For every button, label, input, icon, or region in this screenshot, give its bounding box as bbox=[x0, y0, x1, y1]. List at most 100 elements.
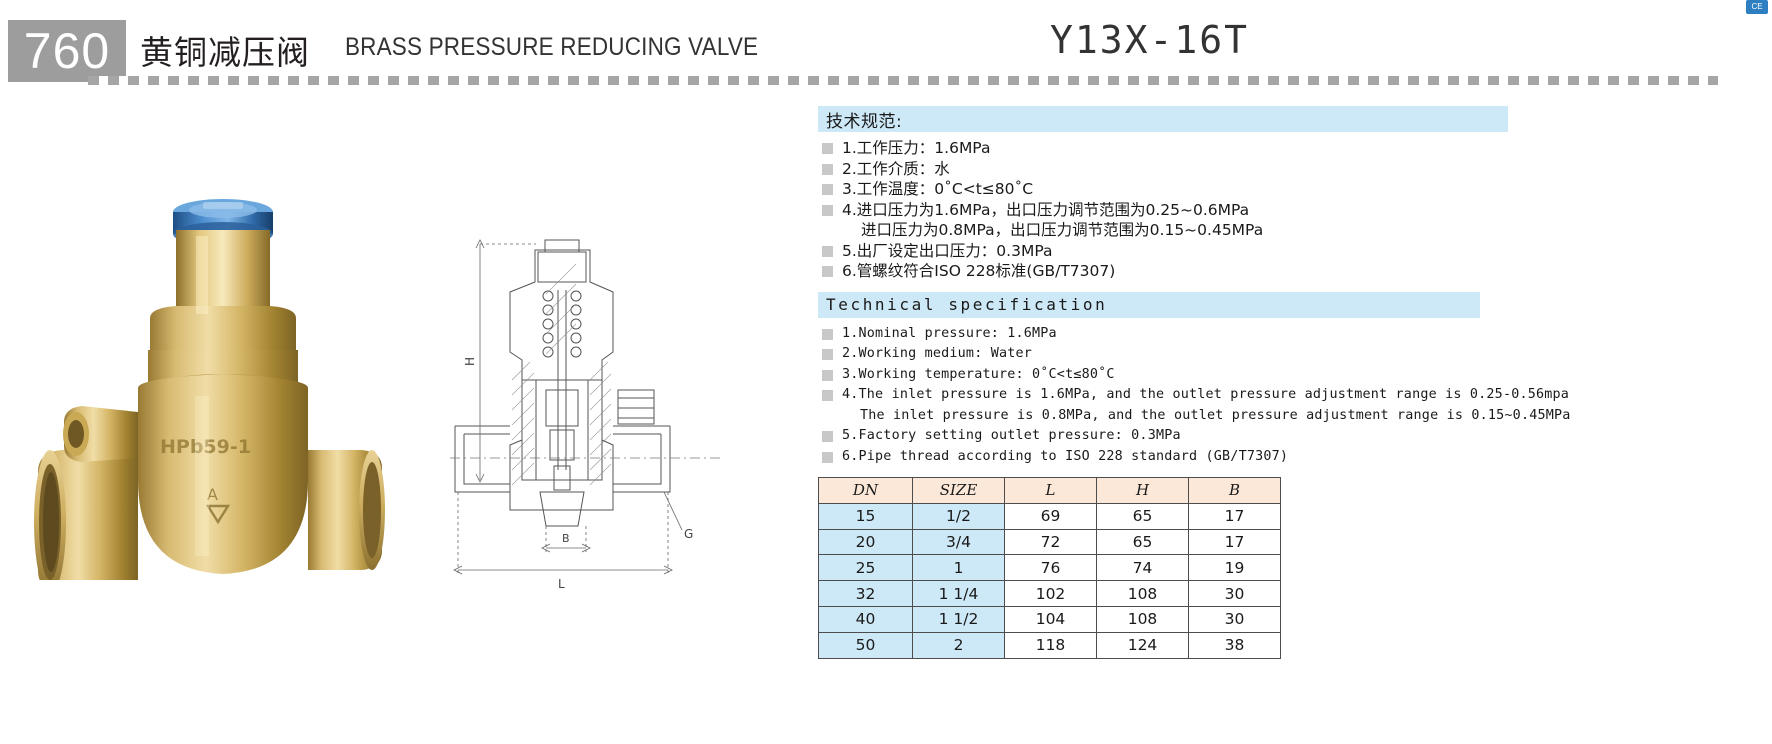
dimension-label-h: H bbox=[463, 357, 477, 366]
cell-b: 17 bbox=[1188, 528, 1281, 556]
spec-item-en: 4.The inlet pressure is 1.6MPa, and the … bbox=[818, 385, 1763, 426]
column-header-dn: DN bbox=[818, 477, 913, 504]
spec-item-en: 3.Working temperature: 0˚C<t≤80˚C bbox=[818, 365, 1763, 386]
spec-item-cn: 2.工作介质：水 bbox=[818, 159, 1763, 180]
ce-badge-label: CE bbox=[1751, 2, 1763, 11]
table-row: 20 3/4 72 65 17 bbox=[818, 528, 1281, 556]
product-model: Y13X-16T bbox=[1050, 18, 1250, 62]
bullet-icon bbox=[822, 143, 833, 154]
table-row: 15 1/2 69 65 17 bbox=[818, 502, 1281, 530]
cell-dn: 20 bbox=[818, 528, 913, 556]
spec-item-cn: 6.管螺纹符合ISO 228标准(GB/T7307) bbox=[818, 261, 1763, 282]
valve-section-drawing: H L B G bbox=[450, 239, 722, 591]
bullet-icon bbox=[822, 390, 833, 401]
spec-item-text: 6.管螺纹符合ISO 228标准(GB/T7307) bbox=[842, 262, 1116, 280]
cell-size: 2 bbox=[912, 631, 1005, 659]
ce-badge-icon: CE bbox=[1746, 0, 1768, 14]
cell-b: 30 bbox=[1188, 605, 1281, 633]
spec-item-en: 1.Nominal pressure: 1.6MPa bbox=[818, 324, 1763, 345]
spec-item-en: 6.Pipe thread according to ISO 228 stand… bbox=[818, 447, 1763, 468]
cell-dn: 25 bbox=[818, 554, 913, 582]
cell-dn: 50 bbox=[818, 631, 913, 659]
dimension-label-b: B bbox=[562, 532, 570, 545]
spec-heading-en-band: Technical specification bbox=[818, 291, 1480, 318]
spec-item-en: 5.Factory setting outlet pressure: 0.3MP… bbox=[818, 426, 1763, 447]
cell-l: 69 bbox=[1004, 502, 1097, 530]
spec-item-text: 4.The inlet pressure is 1.6MPa, and the … bbox=[842, 387, 1570, 402]
spec-item-text: 2.工作介质：水 bbox=[842, 159, 950, 178]
spec-item-text: 5.Factory setting outlet pressure: 0.3MP… bbox=[842, 428, 1181, 443]
table-row: 25 1 76 74 19 bbox=[818, 554, 1281, 582]
dimensions-table: DN SIZE L H B 15 1/2 69 65 17 20 3/4 bbox=[818, 477, 1281, 659]
cell-b: 19 bbox=[1188, 554, 1281, 582]
cell-size: 1/2 bbox=[912, 502, 1005, 530]
spec-item-text: 1.Nominal pressure: 1.6MPa bbox=[842, 325, 1057, 341]
spec-item-cn: 5.出厂设定出口压力：0.3MPa bbox=[818, 241, 1763, 262]
bullet-icon bbox=[822, 451, 833, 463]
cell-b: 17 bbox=[1188, 502, 1281, 530]
spec-heading-cn-band: 技术规范: bbox=[818, 106, 1508, 132]
spec-item-text: 2.Working medium: Water bbox=[842, 346, 1033, 361]
body-engraving: HPb59-1 bbox=[160, 436, 251, 458]
spec-item-continuation: 进口压力为0.8MPa，出口压力调节范围为0.15~0.45MPa bbox=[861, 221, 1264, 239]
spec-item-en: 2.Working medium: Water bbox=[818, 344, 1763, 365]
cell-l: 104 bbox=[1004, 605, 1097, 633]
spec-list-en: 1.Nominal pressure: 1.6MPa 2.Working med… bbox=[818, 324, 1763, 468]
spec-item-text: 4.进口压力为1.6MPa，出口压力调节范围为0.25~0.6MPa bbox=[842, 200, 1250, 219]
column-header-h: H bbox=[1096, 477, 1189, 504]
cell-l: 76 bbox=[1004, 554, 1097, 582]
cell-h: 65 bbox=[1096, 502, 1189, 530]
cell-size: 3/4 bbox=[912, 528, 1005, 556]
cell-dn: 40 bbox=[818, 605, 913, 633]
product-number: 760 bbox=[23, 23, 111, 79]
table-row: 50 2 118 124 38 bbox=[818, 631, 1281, 659]
cell-b: 38 bbox=[1188, 631, 1281, 659]
bullet-icon bbox=[822, 349, 833, 360]
spec-item-text: 6.Pipe thread according to ISO 228 stand… bbox=[842, 448, 1289, 464]
dimension-label-g: G bbox=[684, 527, 693, 541]
spec-item-text: 3.工作温度：0˚C<t≤80˚C bbox=[842, 180, 1034, 198]
cell-h: 108 bbox=[1096, 580, 1189, 607]
bullet-icon bbox=[822, 431, 833, 442]
table-header-row: DN SIZE L H B bbox=[818, 477, 1281, 504]
spec-item-cn: 3.工作温度：0˚C<t≤80˚C bbox=[818, 179, 1763, 200]
spec-item-text: 3.Working temperature: 0˚C<t≤80˚C bbox=[842, 366, 1115, 382]
bullet-icon bbox=[822, 204, 833, 216]
product-title-cn: 黄铜减压阀 bbox=[140, 33, 310, 72]
specifications-panel: 技术规范: 1.工作压力：1.6MPa 2.工作介质：水 3.工作温度：0˚C<… bbox=[818, 106, 1763, 659]
spec-heading-en: Technical specification bbox=[826, 295, 1108, 314]
spec-item-continuation: The inlet pressure is 0.8MPa, and the ou… bbox=[860, 407, 1571, 423]
cell-h: 108 bbox=[1096, 605, 1189, 633]
cell-h: 65 bbox=[1096, 528, 1189, 556]
spec-item-text: 5.出厂设定出口压力：0.3MPa bbox=[842, 241, 1053, 260]
cell-l: 118 bbox=[1004, 631, 1097, 659]
cell-h: 124 bbox=[1096, 631, 1189, 659]
column-header-b: B bbox=[1188, 477, 1281, 504]
bullet-icon bbox=[822, 184, 833, 195]
cell-b: 30 bbox=[1188, 580, 1281, 607]
bullet-icon bbox=[822, 266, 833, 277]
table-row: 40 1 1/2 104 108 30 bbox=[818, 605, 1281, 633]
bullet-icon bbox=[822, 163, 833, 175]
column-header-l: L bbox=[1004, 477, 1097, 504]
bullet-icon bbox=[822, 245, 833, 257]
valve-photo-illustration: HPb59-1 A bbox=[34, 199, 385, 580]
spec-item-cn: 4.进口压力为1.6MPa，出口压力调节范围为0.25~0.6MPa 进口压力为… bbox=[818, 200, 1763, 241]
table-row: 32 1 1/4 102 108 30 bbox=[818, 580, 1281, 607]
cell-l: 72 bbox=[1004, 528, 1097, 556]
column-header-size: SIZE bbox=[912, 477, 1005, 504]
spec-list-cn: 1.工作压力：1.6MPa 2.工作介质：水 3.工作温度：0˚C<t≤80˚C… bbox=[818, 138, 1763, 282]
flow-mark-letter: A bbox=[207, 485, 218, 504]
technical-drawing: H L B G bbox=[450, 230, 780, 630]
header-dashed-rule bbox=[88, 76, 1718, 85]
product-number-box: 760 bbox=[8, 20, 126, 82]
cell-size: 1 bbox=[912, 554, 1005, 582]
page-header: 760 黄铜减压阀 BRASS PRESSURE REDUCING VALVE … bbox=[0, 0, 1772, 86]
product-title-en: BRASS PRESSURE REDUCING VALVE bbox=[345, 33, 759, 61]
dimension-label-l: L bbox=[558, 577, 565, 591]
bullet-icon bbox=[822, 328, 833, 340]
cell-size: 1 1/2 bbox=[912, 605, 1005, 633]
spec-item-cn: 1.工作压力：1.6MPa bbox=[818, 138, 1763, 159]
cell-dn: 15 bbox=[818, 502, 913, 530]
